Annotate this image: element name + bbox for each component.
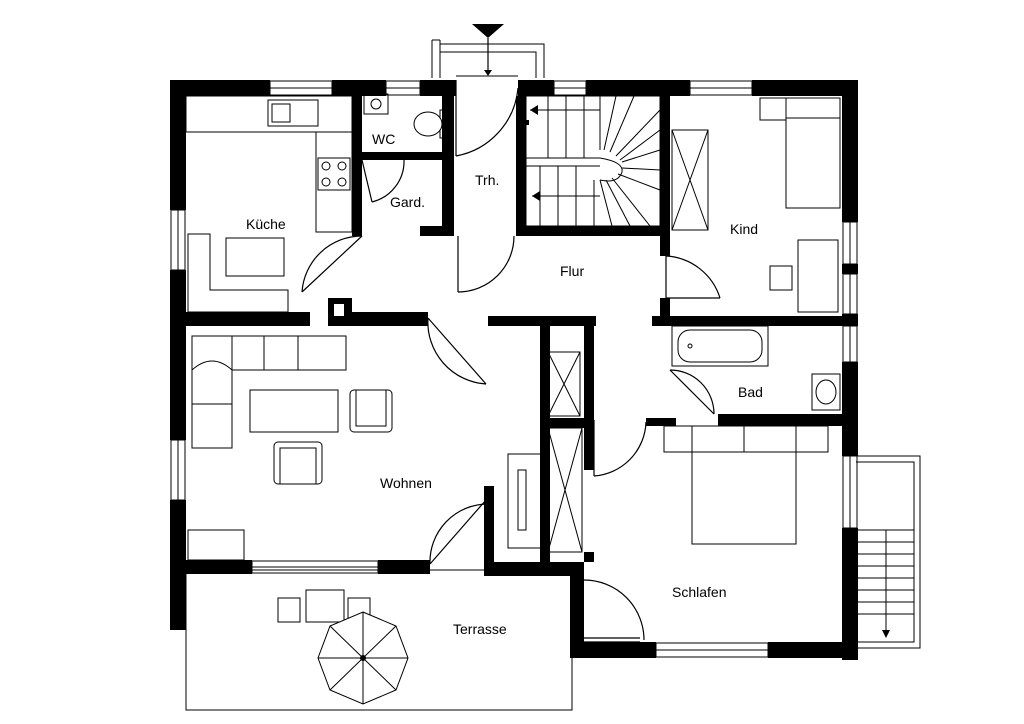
wardrobe [671, 129, 709, 231]
terrace-door-schlafen[interactable] [583, 579, 645, 643]
room-label-bad: Bad [738, 384, 763, 400]
hallway-wardrobe [547, 351, 581, 417]
trh-door[interactable] [457, 235, 515, 293]
room-label-schlafen: Schlafen [672, 584, 726, 600]
room-label-flur: Flur [560, 263, 584, 279]
bad-door[interactable] [669, 369, 715, 415]
armchair [349, 389, 393, 433]
wc-door[interactable] [361, 159, 405, 203]
room-label-trh: Trh. [475, 172, 499, 188]
stove-icon [317, 157, 351, 191]
hallway-wardrobe [547, 427, 583, 553]
furniture [185, 93, 841, 705]
coffee-table [249, 389, 339, 433]
terrace-door-wohnen[interactable] [429, 499, 489, 565]
shelf [507, 453, 543, 549]
room-label-gard: Gard. [390, 194, 425, 210]
room-labels: Küche WC Gard. Trh. Kind Flur Wohnen Bad… [246, 131, 763, 637]
schlafen-door[interactable] [593, 420, 647, 477]
room-label-kind: Kind [730, 221, 758, 237]
bathtub [671, 325, 769, 367]
kind-door[interactable] [665, 255, 721, 299]
kitchen-door[interactable] [301, 235, 363, 293]
desk-chair [769, 265, 793, 291]
kitchen-table [225, 237, 285, 277]
room-label-wohnen: Wohnen [380, 475, 432, 491]
washbasin-icon [363, 93, 389, 115]
armchair [273, 441, 323, 485]
sideboard [187, 529, 245, 561]
single-bed [759, 97, 841, 209]
room-label-kueche: Küche [246, 216, 286, 232]
bathroom-sink [811, 373, 841, 411]
desk [797, 239, 839, 313]
terrace-table [305, 589, 345, 623]
corner-sofa [191, 335, 347, 449]
room-label-terrasse: Terrasse [453, 621, 507, 637]
kitchen-sink-basin [271, 103, 291, 123]
wall-details [334, 304, 570, 340]
double-bed [663, 425, 829, 545]
staircase [524, 95, 661, 227]
exterior-stairs [856, 455, 921, 649]
entrance-arrow [472, 24, 504, 76]
entrance-door[interactable] [455, 75, 519, 157]
terrace-chair [277, 597, 301, 623]
room-label-wc: WC [372, 131, 395, 147]
parasol-icon [317, 611, 409, 705]
wohnen-door[interactable] [427, 317, 487, 385]
doors [301, 75, 721, 643]
windows [170, 80, 858, 658]
walls [170, 80, 858, 660]
